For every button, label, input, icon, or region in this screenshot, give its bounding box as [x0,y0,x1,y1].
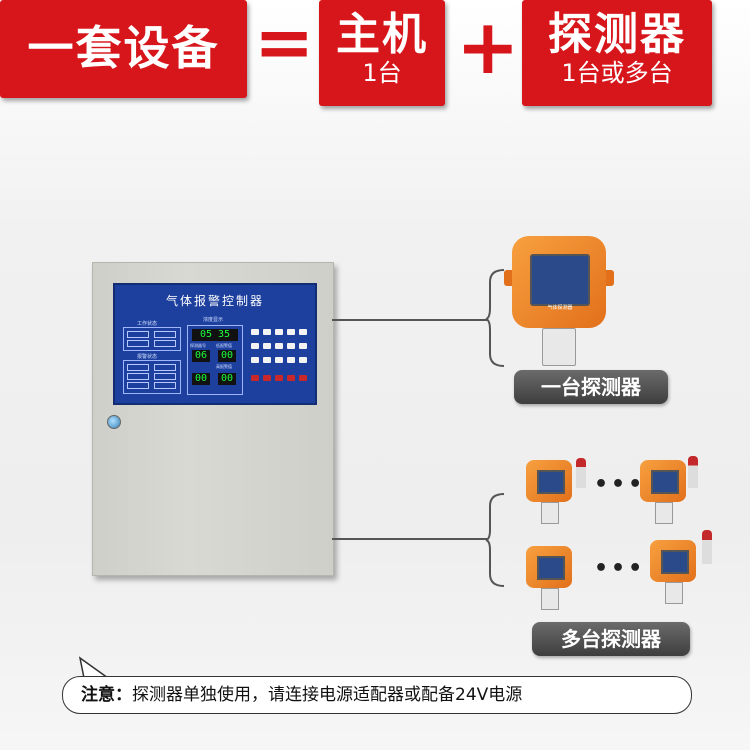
keypad [249,325,309,393]
beacon-icon [702,530,712,564]
indicator [127,373,149,380]
banner-detector: 探测器 1台或多台 [522,0,712,106]
banner-detector-qty: 1台或多台 [561,59,673,87]
detector-sensor [541,502,559,524]
ellipsis-dots: ••• [594,556,646,581]
keypad-key[interactable] [275,329,283,335]
detector-multi [636,456,692,526]
beacon-icon [576,458,586,488]
alarm-status-box [123,360,181,394]
keypad-key[interactable] [275,343,283,349]
detector-sensor [541,588,559,610]
keypad-key[interactable] [251,343,259,349]
banner-set: 一套设备 [0,0,247,98]
keypad-key-red[interactable] [251,375,259,381]
label-concentration: 浓度显示 [203,317,224,323]
label-multi-detector: 多台探测器 [532,622,690,656]
detector-screen [537,556,565,580]
indicator [154,382,176,389]
ellipsis-dots: ••• [594,472,646,497]
keypad-key[interactable] [287,357,295,363]
display-c: 00 [192,373,210,385]
label-high-alarm: 高报警值 [216,364,232,369]
banner-set-text: 一套设备 [27,21,220,75]
control-panel: 气体报警控制器 工作状态 报警状态 浓度显示 05 35 探测器号 低报警值 0… [113,283,317,405]
note-key: 注意： [81,685,132,705]
detector-single: 气体探测器 [504,232,614,372]
detector-screen [651,470,679,494]
keypad-key[interactable] [299,357,307,363]
indicator [154,373,176,380]
keypad-key-red[interactable] [287,375,295,381]
connector-line-single [332,319,488,321]
label-low-alarm: 低报警值 [216,343,232,348]
equals-sign: = [254,0,315,84]
keypad-key[interactable] [251,329,259,335]
label-alarm-status: 报警状态 [137,354,158,360]
detector-sensor [542,328,576,366]
keypad-key[interactable] [299,343,307,349]
detector-screen [661,550,689,574]
note-text: 探测器单独使用，请连接电源适配器或配备24V电源 [132,685,523,705]
label-single-detector: 一台探测器 [514,370,668,404]
banner-detector-title: 探测器 [548,9,686,60]
panel-title: 气体报警控制器 [165,294,264,308]
keypad-key[interactable] [287,329,295,335]
indicator [127,364,149,371]
keypad-key[interactable] [263,357,271,363]
detector-multi [522,542,578,612]
padlock-icon [107,415,121,429]
display-box: 05 35 探测器号 低报警值 06 00 高报警值 00 00 [187,325,243,395]
bracket-multi [485,493,505,587]
keypad-key[interactable] [251,357,259,363]
indicator [154,364,176,371]
plus-sign: + [456,2,520,91]
bracket-single [485,269,505,367]
connector-line-multi [332,538,488,540]
indicator [127,340,149,347]
controller-cabinet: 气体报警控制器 工作状态 报警状态 浓度显示 05 35 探测器号 低报警值 0… [92,262,334,576]
keypad-key-red[interactable] [263,375,271,381]
display-d: 00 [218,373,236,385]
banner-host-qty: 1台 [362,59,402,87]
indicator [127,331,149,338]
keypad-key[interactable] [263,329,271,335]
note-bubble: 注意：探测器单独使用，请连接电源适配器或配备24V电源 [62,676,692,714]
work-status-box [123,327,181,351]
display-low: 00 [218,350,236,362]
indicator [127,382,149,389]
keypad-key[interactable] [299,329,307,335]
beacon-icon [688,456,698,488]
detector-tag: 气体探测器 [547,305,573,311]
display-main: 05 35 [192,329,238,341]
detector-screen [530,254,590,306]
detector-screen [537,470,565,494]
keypad-key[interactable] [287,343,295,349]
label-probe-no: 探测器号 [190,343,206,348]
indicator [154,340,176,347]
indicator [154,331,176,338]
display-probe: 06 [192,350,210,362]
banner-host-title: 主机 [336,9,428,60]
detector-sensor [665,582,683,604]
detector-multi [646,536,702,606]
detector-sensor [655,502,673,524]
note-bubble-tail [78,656,109,679]
label-work-status: 工作状态 [137,321,158,327]
detector-multi [522,456,578,526]
keypad-key-red[interactable] [299,375,307,381]
keypad-key-red[interactable] [275,375,283,381]
keypad-key[interactable] [275,357,283,363]
banner-host: 主机 1台 [319,0,445,106]
keypad-key[interactable] [263,343,271,349]
